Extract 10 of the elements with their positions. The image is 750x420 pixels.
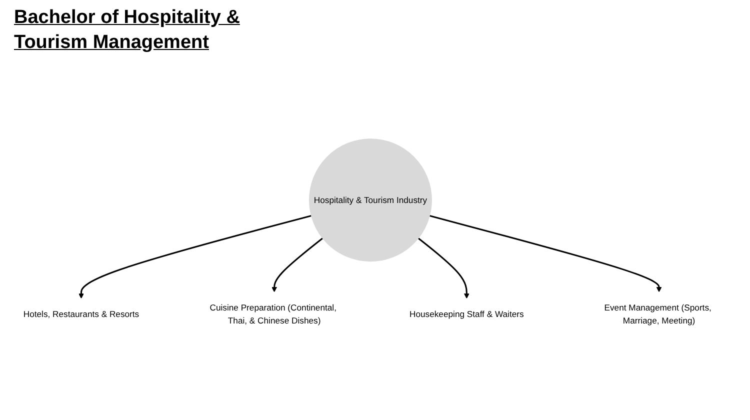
- arrow: [429, 214, 662, 292]
- node-text: Event Management (Sports, Marriage, Meeting): [604, 302, 712, 326]
- node-text: Hotels, Restaurants & Resorts: [23, 308, 140, 319]
- diagram-title: Bachelor of Hospitality & Tourism Management: [14, 6, 241, 55]
- node-text: Housekeeping Staff & Waiters: [410, 308, 524, 319]
- node-circle: Hospitality & Tourism Industry: [308, 138, 432, 262]
- node-text: Cuisine Preparation (Continental, Thai, & Chinese Dishes): [210, 302, 336, 326]
- arrow: [272, 238, 324, 292]
- arrow: [78, 214, 312, 299]
- arrow: [418, 238, 470, 299]
